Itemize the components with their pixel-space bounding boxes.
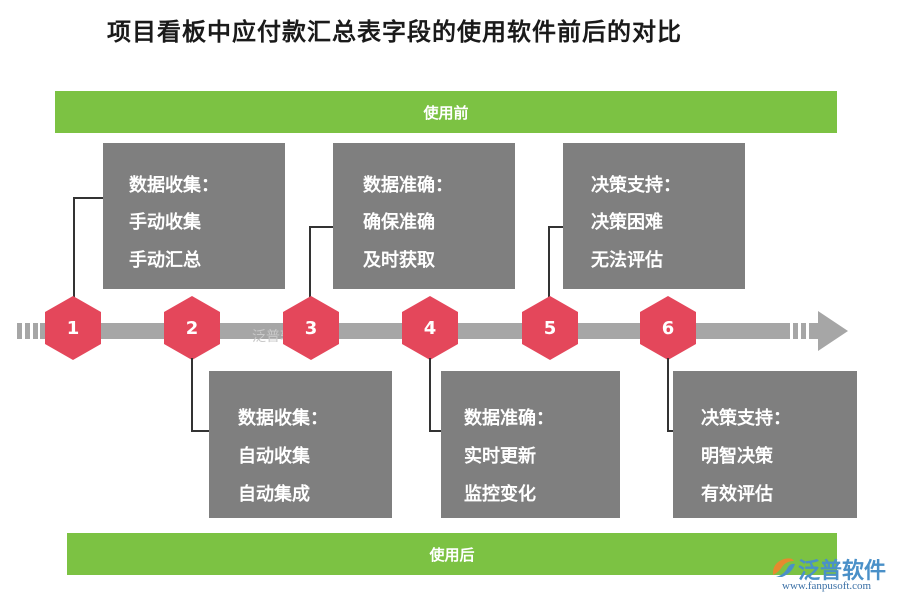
connector-line (548, 226, 550, 298)
card-line: 有效评估 (701, 484, 773, 505)
page-title: 项目看板中应付款汇总表字段的使用软件前后的对比 (107, 18, 682, 46)
brand-logo-text: 泛普软件 (798, 559, 887, 584)
before-band-label: 使用前 (423, 103, 469, 122)
axis-dash (806, 323, 809, 339)
card-line: 自动收集 (238, 446, 310, 467)
step-hexagon-5: 5 (522, 296, 578, 360)
connector-line (429, 358, 431, 431)
connector-line (429, 430, 441, 432)
card-before-decision-support: 决策支持： 决策困难 无法评估 (563, 143, 745, 289)
connector-line (309, 226, 311, 298)
connector-line (548, 226, 563, 228)
connector-line (73, 197, 103, 199)
step-hexagon-6: 6 (640, 296, 696, 360)
card-heading: 数据收集： (129, 175, 219, 196)
axis-dash (25, 323, 30, 339)
timeline-arrow-head (818, 311, 848, 351)
card-heading: 数据准确： (363, 175, 453, 196)
brand-logo: 泛普软件 www.fanpusoft.com (770, 553, 890, 597)
axis-dash (798, 323, 801, 339)
card-line: 监控变化 (464, 484, 536, 505)
step-hexagon-2: 2 (164, 296, 220, 360)
axis-dash (790, 323, 793, 339)
card-line: 自动集成 (238, 484, 310, 505)
connector-line (309, 226, 333, 228)
after-band: 使用后 (67, 533, 837, 575)
axis-dash (33, 323, 38, 339)
connector-line (667, 430, 673, 432)
connector-line (191, 430, 209, 432)
card-heading: 决策支持： (591, 175, 681, 196)
card-before-data-collection: 数据收集： 手动收集 手动汇总 (103, 143, 285, 289)
card-after-data-accuracy: 数据准确： 实时更新 监控变化 (441, 371, 620, 518)
card-line: 确保准确 (363, 212, 435, 233)
connector-line (191, 358, 193, 431)
card-line: 实时更新 (464, 446, 536, 467)
connector-line (73, 197, 75, 297)
after-band-label: 使用后 (429, 545, 475, 564)
card-line: 无法评估 (591, 250, 663, 271)
step-hexagon-4: 4 (402, 296, 458, 360)
card-line: 明智决策 (701, 446, 773, 467)
card-heading: 数据收集： (238, 408, 328, 429)
card-line: 及时获取 (363, 250, 435, 271)
brand-logo-icon (772, 558, 795, 577)
step-hexagon-3: 3 (283, 296, 339, 360)
card-before-data-accuracy: 数据准确： 确保准确 及时获取 (333, 143, 515, 289)
card-line: 决策困难 (591, 212, 663, 233)
before-band: 使用前 (55, 91, 837, 133)
card-after-decision-support: 决策支持： 明智决策 有效评估 (673, 371, 857, 518)
connector-line (667, 358, 669, 431)
card-line: 手动收集 (129, 212, 201, 233)
axis-dash (17, 323, 22, 339)
card-line: 手动汇总 (129, 250, 201, 271)
brand-url: www.fanpusoft.com (782, 580, 872, 592)
card-heading: 决策支持： (701, 408, 791, 429)
card-heading: 数据准确： (464, 408, 554, 429)
step-hexagon-1: 1 (45, 296, 101, 360)
card-after-data-collection: 数据收集： 自动收集 自动集成 (209, 371, 392, 518)
